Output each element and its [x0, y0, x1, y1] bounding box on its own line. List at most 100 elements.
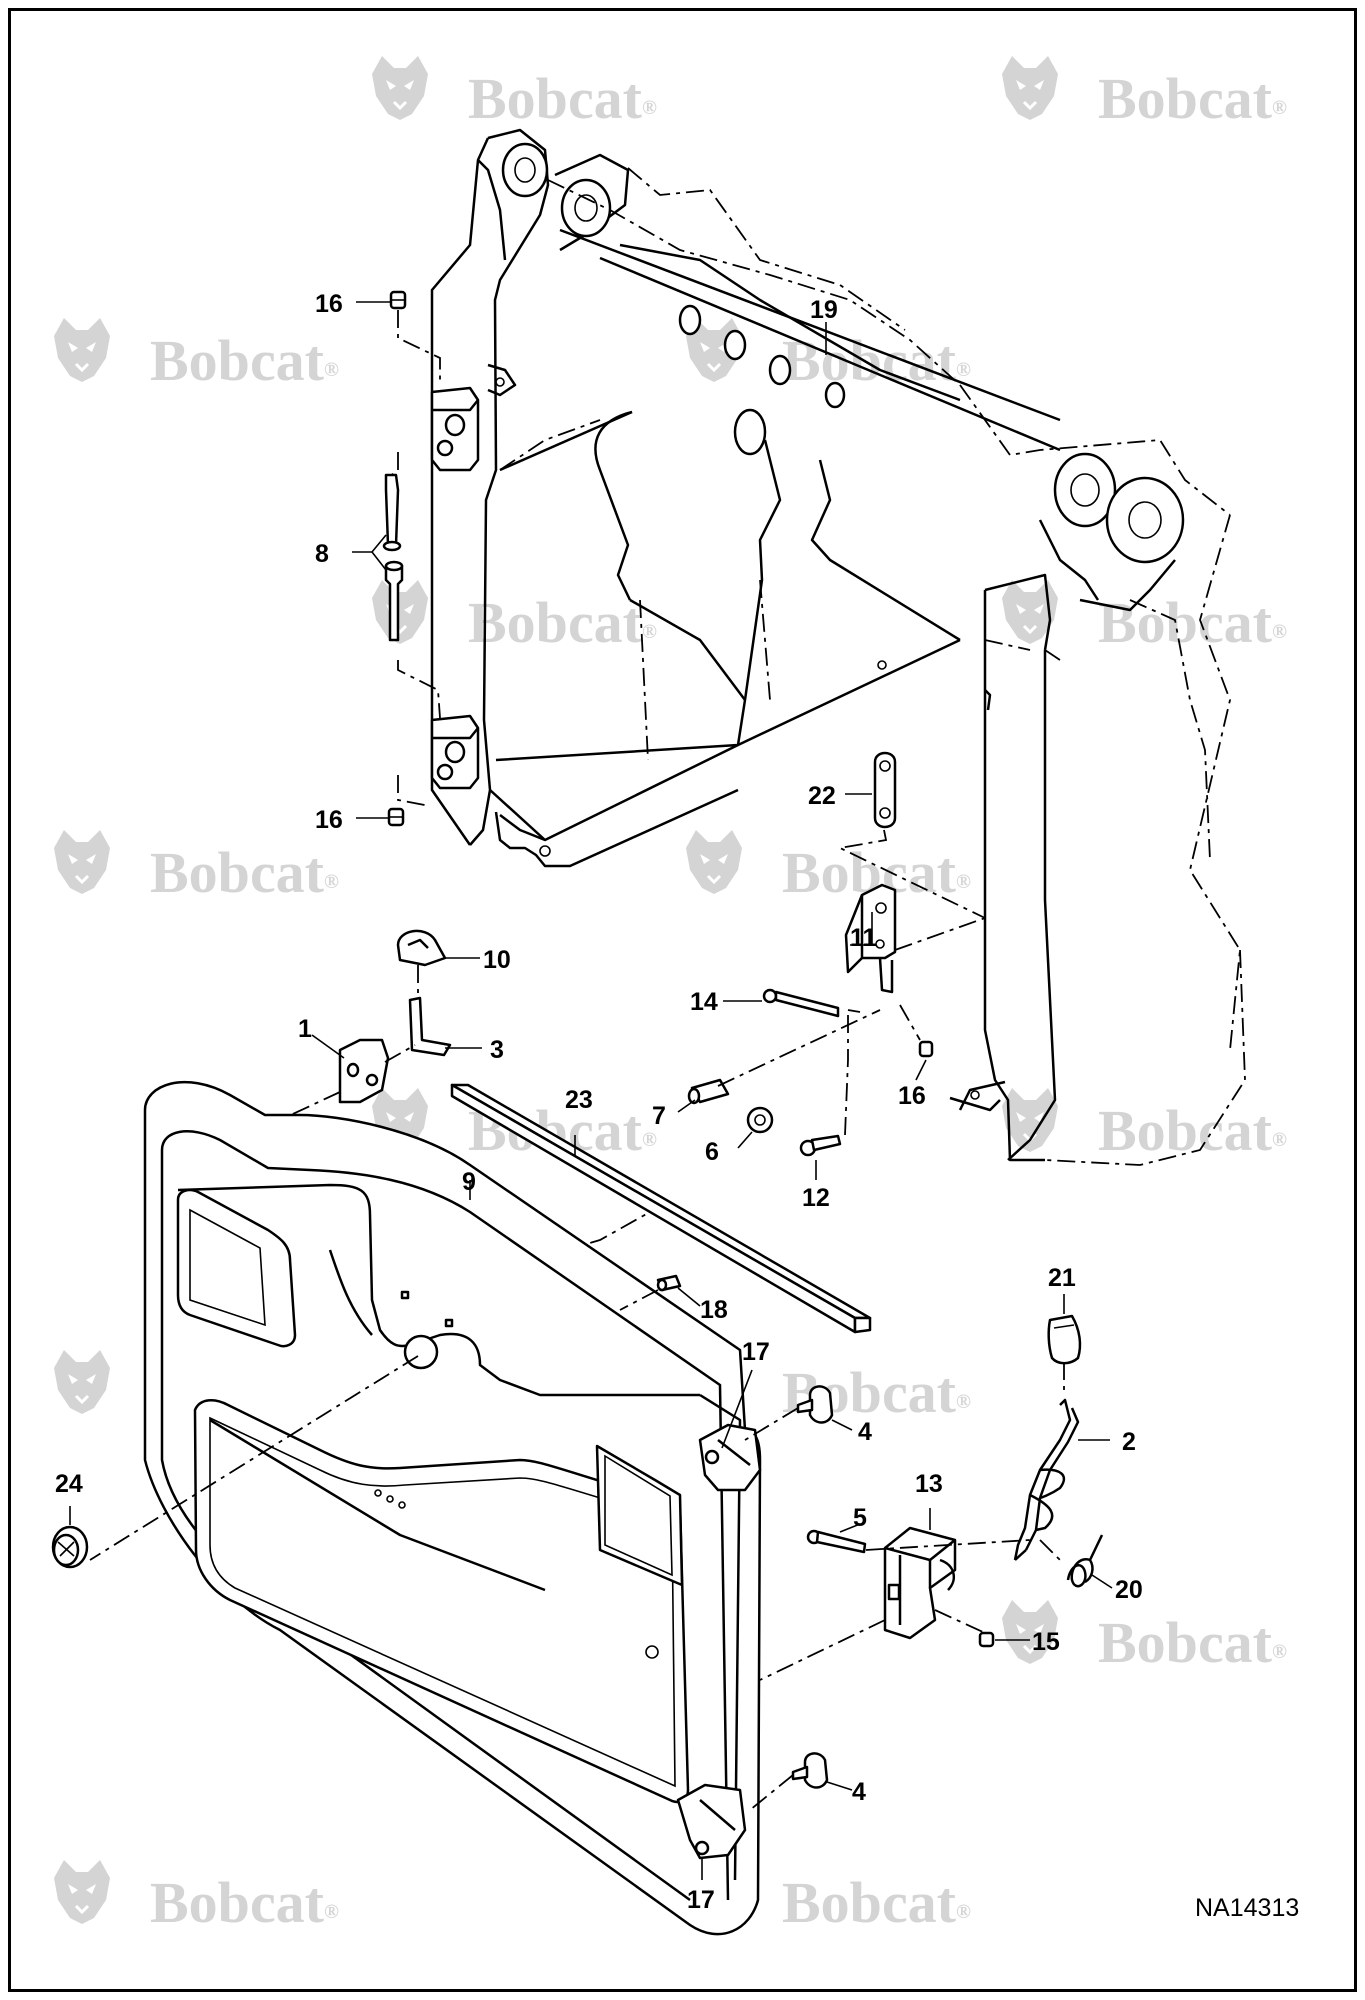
- bobcat-head-icon: [52, 1348, 112, 1416]
- pin-18: [656, 1274, 682, 1292]
- callout-15: 15: [1032, 1628, 1060, 1656]
- callout-16-bracket: 16: [898, 1082, 926, 1110]
- callout-23: 23: [565, 1086, 593, 1114]
- bolt-12: [799, 1134, 842, 1157]
- watermark-registered-mark: ®: [324, 359, 339, 381]
- watermark-text: Bobcat®: [468, 66, 657, 131]
- watermark-registered-mark: ®: [956, 1391, 971, 1413]
- watermark-text: Bobcat®: [150, 840, 339, 905]
- rear-door-9: [143, 1080, 762, 1936]
- watermark-registered-mark: ®: [1272, 621, 1287, 643]
- callout-6: 6: [705, 1138, 719, 1166]
- bobcat-head-icon: [370, 578, 430, 646]
- watermark: Bobcat®: [1000, 54, 1287, 131]
- watermark: Bobcat®: [1000, 1086, 1287, 1163]
- upper-hinge-bracket: [430, 386, 480, 472]
- callout-14: 14: [690, 988, 718, 1016]
- hinge-block-17-upper: [698, 1423, 762, 1492]
- callout-18: 18: [700, 1296, 728, 1324]
- watermark: Bobcat®: [52, 1858, 339, 1935]
- callout-labels: 16 8 16 19 22 10 11 14 1 3 16 7 23 6 9 1…: [55, 290, 1143, 1914]
- bumper-4-lower: [791, 1752, 829, 1789]
- watermark-text: Bobcat®: [782, 1870, 971, 1935]
- watermark: Bobcat®: [684, 316, 971, 393]
- figure-id: NA14313: [1195, 1894, 1299, 1922]
- machine-body-phantom: [499, 167, 1246, 1166]
- nut-16-bracket: [918, 1040, 934, 1058]
- plate-22: [873, 751, 897, 829]
- callout-21: 21: [1048, 1264, 1076, 1292]
- callout-5: 5: [853, 1504, 867, 1532]
- watermark: Bobcat®: [52, 316, 339, 393]
- watermark: Bobcat®: [370, 578, 657, 655]
- watermark-registered-mark: ®: [956, 359, 971, 381]
- watermark-text: Bobcat®: [782, 328, 971, 393]
- knob-24: [51, 1525, 89, 1569]
- callout-17-lower: 17: [687, 1886, 715, 1914]
- callout-3: 3: [490, 1036, 504, 1064]
- watermark-text: Bobcat®: [1098, 1610, 1287, 1675]
- watermark-registered-mark: ®: [1272, 1129, 1287, 1151]
- callout-1: 1: [298, 1015, 312, 1043]
- nut-15: [978, 1631, 995, 1648]
- bobcat-head-icon: [370, 54, 430, 122]
- watermark-text: Bobcat®: [468, 590, 657, 655]
- callout-22: 22: [808, 782, 836, 810]
- bolt-14: [762, 988, 840, 1018]
- watermark-registered-mark: ®: [956, 1901, 971, 1923]
- watermark-registered-mark: ®: [1272, 1641, 1287, 1663]
- watermark-registered-mark: ®: [324, 1901, 339, 1923]
- watermark-registered-mark: ®: [956, 871, 971, 893]
- bracket-1: [338, 1038, 390, 1104]
- watermark-registered-mark: ®: [1272, 97, 1287, 119]
- bracket-11: [844, 883, 897, 994]
- callout-16-top: 16: [315, 290, 343, 318]
- watermark: Bobcat®: [370, 54, 657, 131]
- watermark: Bobcat®: [52, 828, 339, 905]
- watermark: Bobcat®: [1000, 1598, 1287, 1675]
- callout-20: 20: [1115, 1576, 1143, 1604]
- bobcat-head-icon: [1000, 54, 1060, 122]
- callout-17-upper: 17: [742, 1338, 770, 1366]
- callout-16-lower: 16: [315, 806, 343, 834]
- bolt-5: [806, 1529, 867, 1554]
- knob-10: [396, 929, 447, 967]
- watermark: Bobcat®: [684, 1858, 971, 1935]
- callout-24: 24: [55, 1470, 83, 1498]
- watermark-text: Bobcat®: [1098, 1098, 1287, 1163]
- lower-hinge-bracket: [430, 714, 480, 790]
- bushing-6: [746, 1106, 774, 1134]
- watermark-text: Bobcat®: [150, 1870, 339, 1935]
- bobcat-head-icon: [52, 316, 112, 384]
- bobcat-head-icon: [52, 828, 112, 896]
- watermark-registered-mark: ®: [642, 621, 657, 643]
- watermark-registered-mark: ®: [324, 871, 339, 893]
- watermark-registered-mark: ®: [642, 97, 657, 119]
- callout-4-upper: 4: [858, 1418, 872, 1446]
- callout-12: 12: [802, 1184, 830, 1212]
- clip-3: [408, 996, 452, 1057]
- callout-9: 9: [462, 1168, 476, 1196]
- pin-8-lower: [384, 560, 404, 642]
- watermark: Bobcat®: [1000, 578, 1287, 655]
- latch-2: [1013, 1398, 1080, 1561]
- callout-7: 7: [652, 1102, 666, 1130]
- watermark-text: Bobcat®: [1098, 590, 1287, 655]
- nut-16-top: [389, 290, 407, 310]
- callout-2: 2: [1122, 1428, 1136, 1456]
- callout-4-lower: 4: [852, 1778, 866, 1806]
- callout-11: 11: [850, 924, 877, 952]
- bobcat-head-icon: [52, 1858, 112, 1926]
- watermark: Bobcat®: [684, 828, 971, 905]
- callout-19: 19: [810, 296, 838, 324]
- pin-8-upper: [382, 473, 402, 552]
- knob-21: [1047, 1314, 1082, 1365]
- bumper-4-upper: [796, 1385, 834, 1424]
- watermark-text: Bobcat®: [150, 328, 339, 393]
- bar-23: [450, 1083, 872, 1334]
- callout-10: 10: [483, 946, 511, 974]
- nut-16-lower: [387, 807, 405, 827]
- bobcat-head-icon: [684, 828, 744, 896]
- hinge-block-17-lower: [676, 1783, 747, 1860]
